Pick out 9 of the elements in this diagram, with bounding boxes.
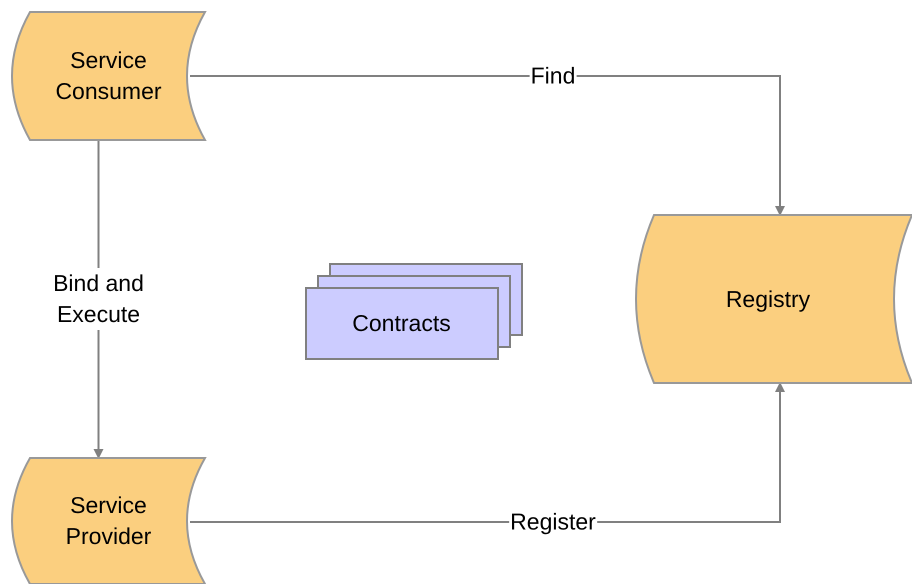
stacked-document-shape	[305, 263, 523, 360]
node-label: Service Provider	[64, 491, 152, 551]
connector-arrow	[190, 75, 785, 216]
node-label: Service Consumer	[54, 46, 163, 106]
node-label: Registry	[726, 284, 810, 314]
node-label: Contracts	[352, 308, 451, 338]
stored-data-shape	[12, 12, 205, 140]
stored-data-shape	[12, 458, 205, 584]
stored-data-shape	[636, 215, 912, 383]
